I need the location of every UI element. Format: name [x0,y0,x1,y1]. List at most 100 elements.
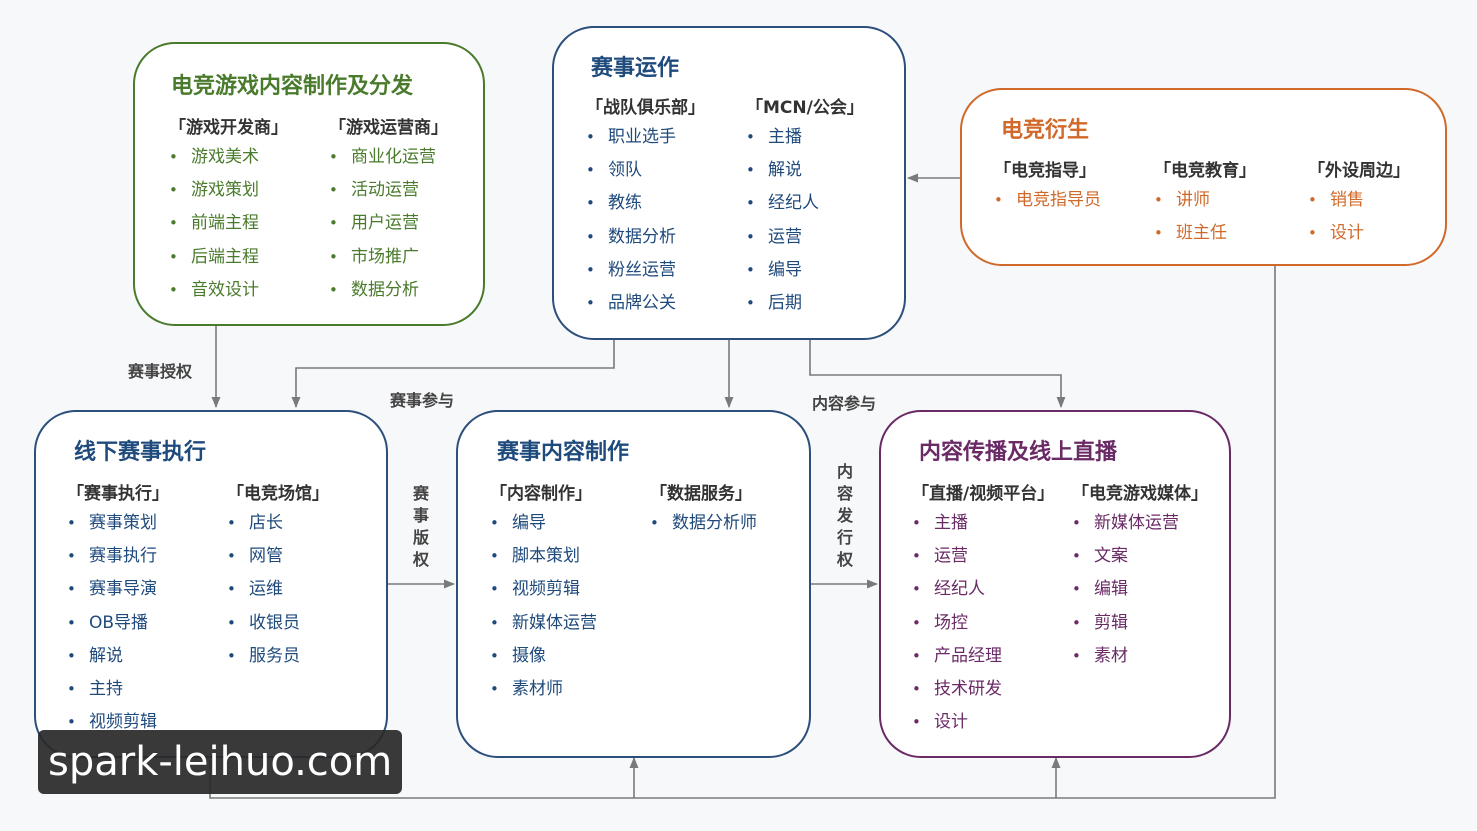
box-title: 内容传播及线上直播 [919,440,1118,465]
box-esports-derivative: 电竞衍生 「电竞指导」 电竞指导员 「电竞教育」 讲师 班主任 「外设周边」 销… [960,88,1447,266]
edge-ops-to-broadcast [809,340,1066,409]
list-item: 游戏策划 [169,174,288,207]
list-item: 产品经理 [912,640,1054,673]
column-event-execution: 「赛事执行」 赛事策划 赛事执行 赛事导演 OB导播 解说 主持 视频剪辑 [67,481,169,740]
box-title: 赛事运作 [591,56,680,81]
list-item: 新媒体运营 [490,607,597,640]
box-content-broadcast-live: 内容传播及线上直播 「直播/视频平台」 主播 运营 经纪人 场控 产品经理 技术… [879,410,1231,758]
list-item: 场控 [912,607,1054,640]
column-header: 「游戏运营商」 [329,118,448,138]
list-item: 音效设计 [169,274,288,307]
list-item: 销售 [1308,184,1410,217]
edge-label-distribution-right: 内容发行权 [836,462,853,569]
list-item: 运营 [746,221,864,254]
list-item: 店长 [227,507,329,540]
list-item: 主播 [912,507,1054,540]
list-item: 赛事执行 [67,540,169,573]
edge-label-content-participation: 内容参与 [812,394,877,413]
column-mcn: 「MCN/公会」 主播 解说 经纪人 运营 编导 后期 [746,95,864,320]
list-item: 讲师 [1154,184,1256,217]
box-offline-event-execution: 线下赛事执行 「赛事执行」 赛事策划 赛事执行 赛事导演 OB导播 解说 主持 … [34,410,388,758]
edge-label-license: 赛事授权 [128,362,193,381]
list-item: 前端主程 [169,207,288,240]
list-item: 编导 [746,254,864,287]
list-item: 赛事导演 [67,573,169,606]
list-item: 编辑 [1072,573,1208,606]
list-item: 粉丝运营 [586,254,705,287]
list-item: OB导播 [67,607,169,640]
column-data-service: 「数据服务」 数据分析师 [650,481,757,540]
list-item: 设计 [912,706,1054,739]
list-item: 领队 [586,154,705,187]
column-header: 「电竞指导」 [994,161,1096,181]
list-item: 服务员 [227,640,329,673]
list-item: 设计 [1308,217,1410,250]
list-item: 品牌公关 [586,287,705,320]
watermark-logo: spark-leihuo.com [38,730,402,794]
column-header: 「电竞游戏媒体」 [1072,484,1208,504]
list-item: 教练 [586,187,705,220]
column-venue: 「电竞场馆」 店长 网管 运维 收银员 服务员 [227,481,329,673]
list-item: 后期 [746,287,864,320]
box-event-operations: 赛事运作 「战队俱乐部」 职业选手 领队 教练 数据分析 粉丝运营 品牌公关 「… [552,26,906,340]
list-item: 文案 [1072,540,1208,573]
list-item: 后端主程 [169,241,288,274]
edge-label-participation: 赛事参与 [390,391,455,410]
list-item: 职业选手 [586,121,705,154]
box-title: 电竞衍生 [1001,118,1090,143]
list-item: 收银员 [227,607,329,640]
list-item: 市场推广 [329,241,448,274]
list-item: 商业化运营 [329,141,448,174]
edge-ops-to-offline [291,340,615,409]
column-header: 「外设周边」 [1308,161,1410,181]
column-header: 「电竞场馆」 [227,484,329,504]
list-item: 视频剪辑 [490,573,597,606]
column-header: 「数据服务」 [650,484,752,504]
list-item: 解说 [746,154,864,187]
list-item: 数据分析 [329,274,448,307]
column-content-production: 「内容制作」 编导 脚本策划 视频剪辑 新媒体运营 摄像 素材师 [490,481,597,706]
box-game-content-distribution: 电竞游戏内容制作及分发 「游戏开发商」 游戏美术 游戏策划 前端主程 后端主程 … [133,42,485,326]
column-header: 「游戏开发商」 [169,118,288,138]
list-item: 班主任 [1154,217,1256,250]
box-event-content-production: 赛事内容制作 「内容制作」 编导 脚本策划 视频剪辑 新媒体运营 摄像 素材师 … [456,410,811,758]
list-item: 数据分析师 [650,507,757,540]
list-item: 运营 [912,540,1054,573]
list-item: 赛事策划 [67,507,169,540]
list-item: 素材 [1072,640,1208,673]
list-item: 素材师 [490,673,597,706]
list-item: 用户运营 [329,207,448,240]
column-peripherals: 「外设周边」 销售 设计 [1308,158,1410,251]
column-education: 「电竞教育」 讲师 班主任 [1154,158,1256,251]
column-header: 「直播/视频平台」 [912,484,1055,504]
list-item: 新媒体运营 [1072,507,1208,540]
edge-label-copyright: 赛事版权 [412,484,429,569]
column-header: 「内容制作」 [490,484,592,504]
list-item: 视频剪辑 [67,706,169,739]
column-header: 「MCN/公会」 [746,98,864,118]
list-item: 编导 [490,507,597,540]
list-item: 剪辑 [1072,607,1208,640]
column-coaching: 「电竞指导」 电竞指导员 [994,158,1101,217]
list-item: 摄像 [490,640,597,673]
list-item: 解说 [67,640,169,673]
list-item: 经纪人 [746,187,864,220]
column-header: 「战队俱乐部」 [586,98,705,118]
list-item: 主持 [67,673,169,706]
list-item: 网管 [227,540,329,573]
list-item: 电竞指导员 [994,184,1101,217]
column-header: 「电竞教育」 [1154,161,1256,181]
list-item: 数据分析 [586,221,705,254]
box-title: 线下赛事执行 [74,440,207,465]
box-title: 电竞游戏内容制作及分发 [171,74,414,99]
column-game-operator: 「游戏运营商」 商业化运营 活动运营 用户运营 市场推广 数据分析 [329,115,448,307]
box-title: 赛事内容制作 [497,440,630,465]
column-club: 「战队俱乐部」 职业选手 领队 教练 数据分析 粉丝运营 品牌公关 [586,95,705,320]
list-item: 技术研发 [912,673,1054,706]
list-item: 脚本策划 [490,540,597,573]
list-item: 活动运营 [329,174,448,207]
column-esports-media: 「电竞游戏媒体」 新媒体运营 文案 编辑 剪辑 素材 [1072,481,1208,673]
list-item: 经纪人 [912,573,1054,606]
column-live-platform: 「直播/视频平台」 主播 运营 经纪人 场控 产品经理 技术研发 设计 [912,481,1055,740]
list-item: 主播 [746,121,864,154]
